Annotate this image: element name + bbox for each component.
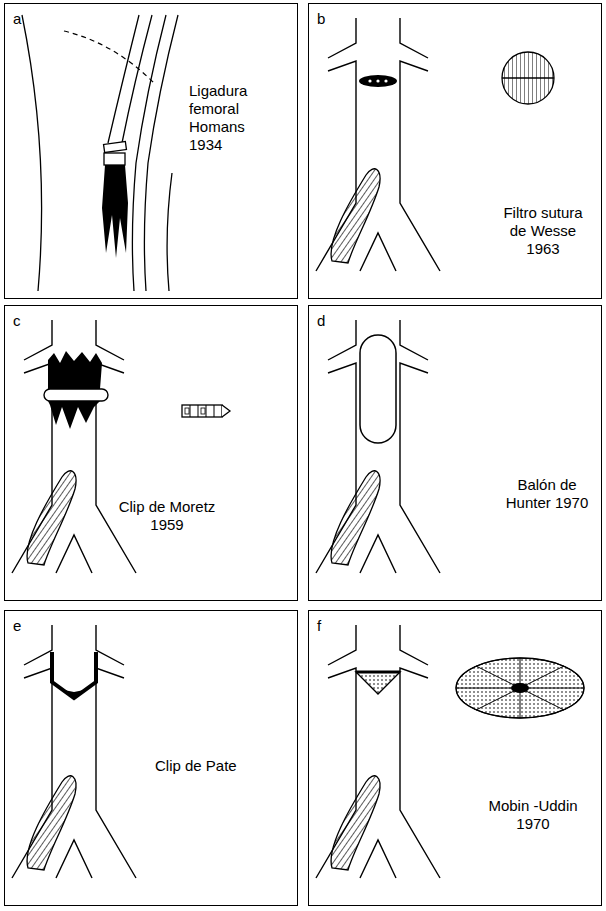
figure-panel: bFiltro sutura de Wesse 1963 bbox=[308, 3, 602, 299]
device-caption: Clip de Pate bbox=[155, 757, 279, 775]
figure-panel: dBalón de Hunter 1970 bbox=[308, 305, 602, 601]
vena-cava-figure bbox=[316, 320, 440, 573]
figure-panel: aLigadura femoral Homans 1934 bbox=[4, 3, 298, 299]
device-caption: Filtro sutura de Wesse 1963 bbox=[493, 204, 593, 258]
vena-cava-figure bbox=[12, 320, 230, 573]
vena-cava-figure bbox=[12, 625, 136, 878]
panel-letter: e bbox=[13, 617, 21, 635]
device-caption: Balón de Hunter 1970 bbox=[505, 476, 589, 512]
leg-figure bbox=[22, 15, 178, 291]
figure-panel: eClip de Pate bbox=[4, 610, 298, 906]
panel-letter: d bbox=[317, 312, 325, 330]
device-caption: Clip de Moretz 1959 bbox=[105, 498, 229, 534]
panel-letter: c bbox=[13, 312, 21, 330]
panel-letter: b bbox=[317, 10, 325, 28]
figure-panel: cClip de Moretz 1959 bbox=[4, 305, 298, 601]
vena-cava-figure bbox=[316, 625, 584, 878]
figure-panel: fMobin -Uddin 1970 bbox=[308, 610, 602, 906]
panel-letter: f bbox=[317, 617, 321, 635]
panel-letter: a bbox=[13, 10, 21, 28]
device-caption: Ligadura femoral Homans 1934 bbox=[189, 82, 269, 154]
device-caption: Mobin -Uddin 1970 bbox=[475, 797, 591, 833]
